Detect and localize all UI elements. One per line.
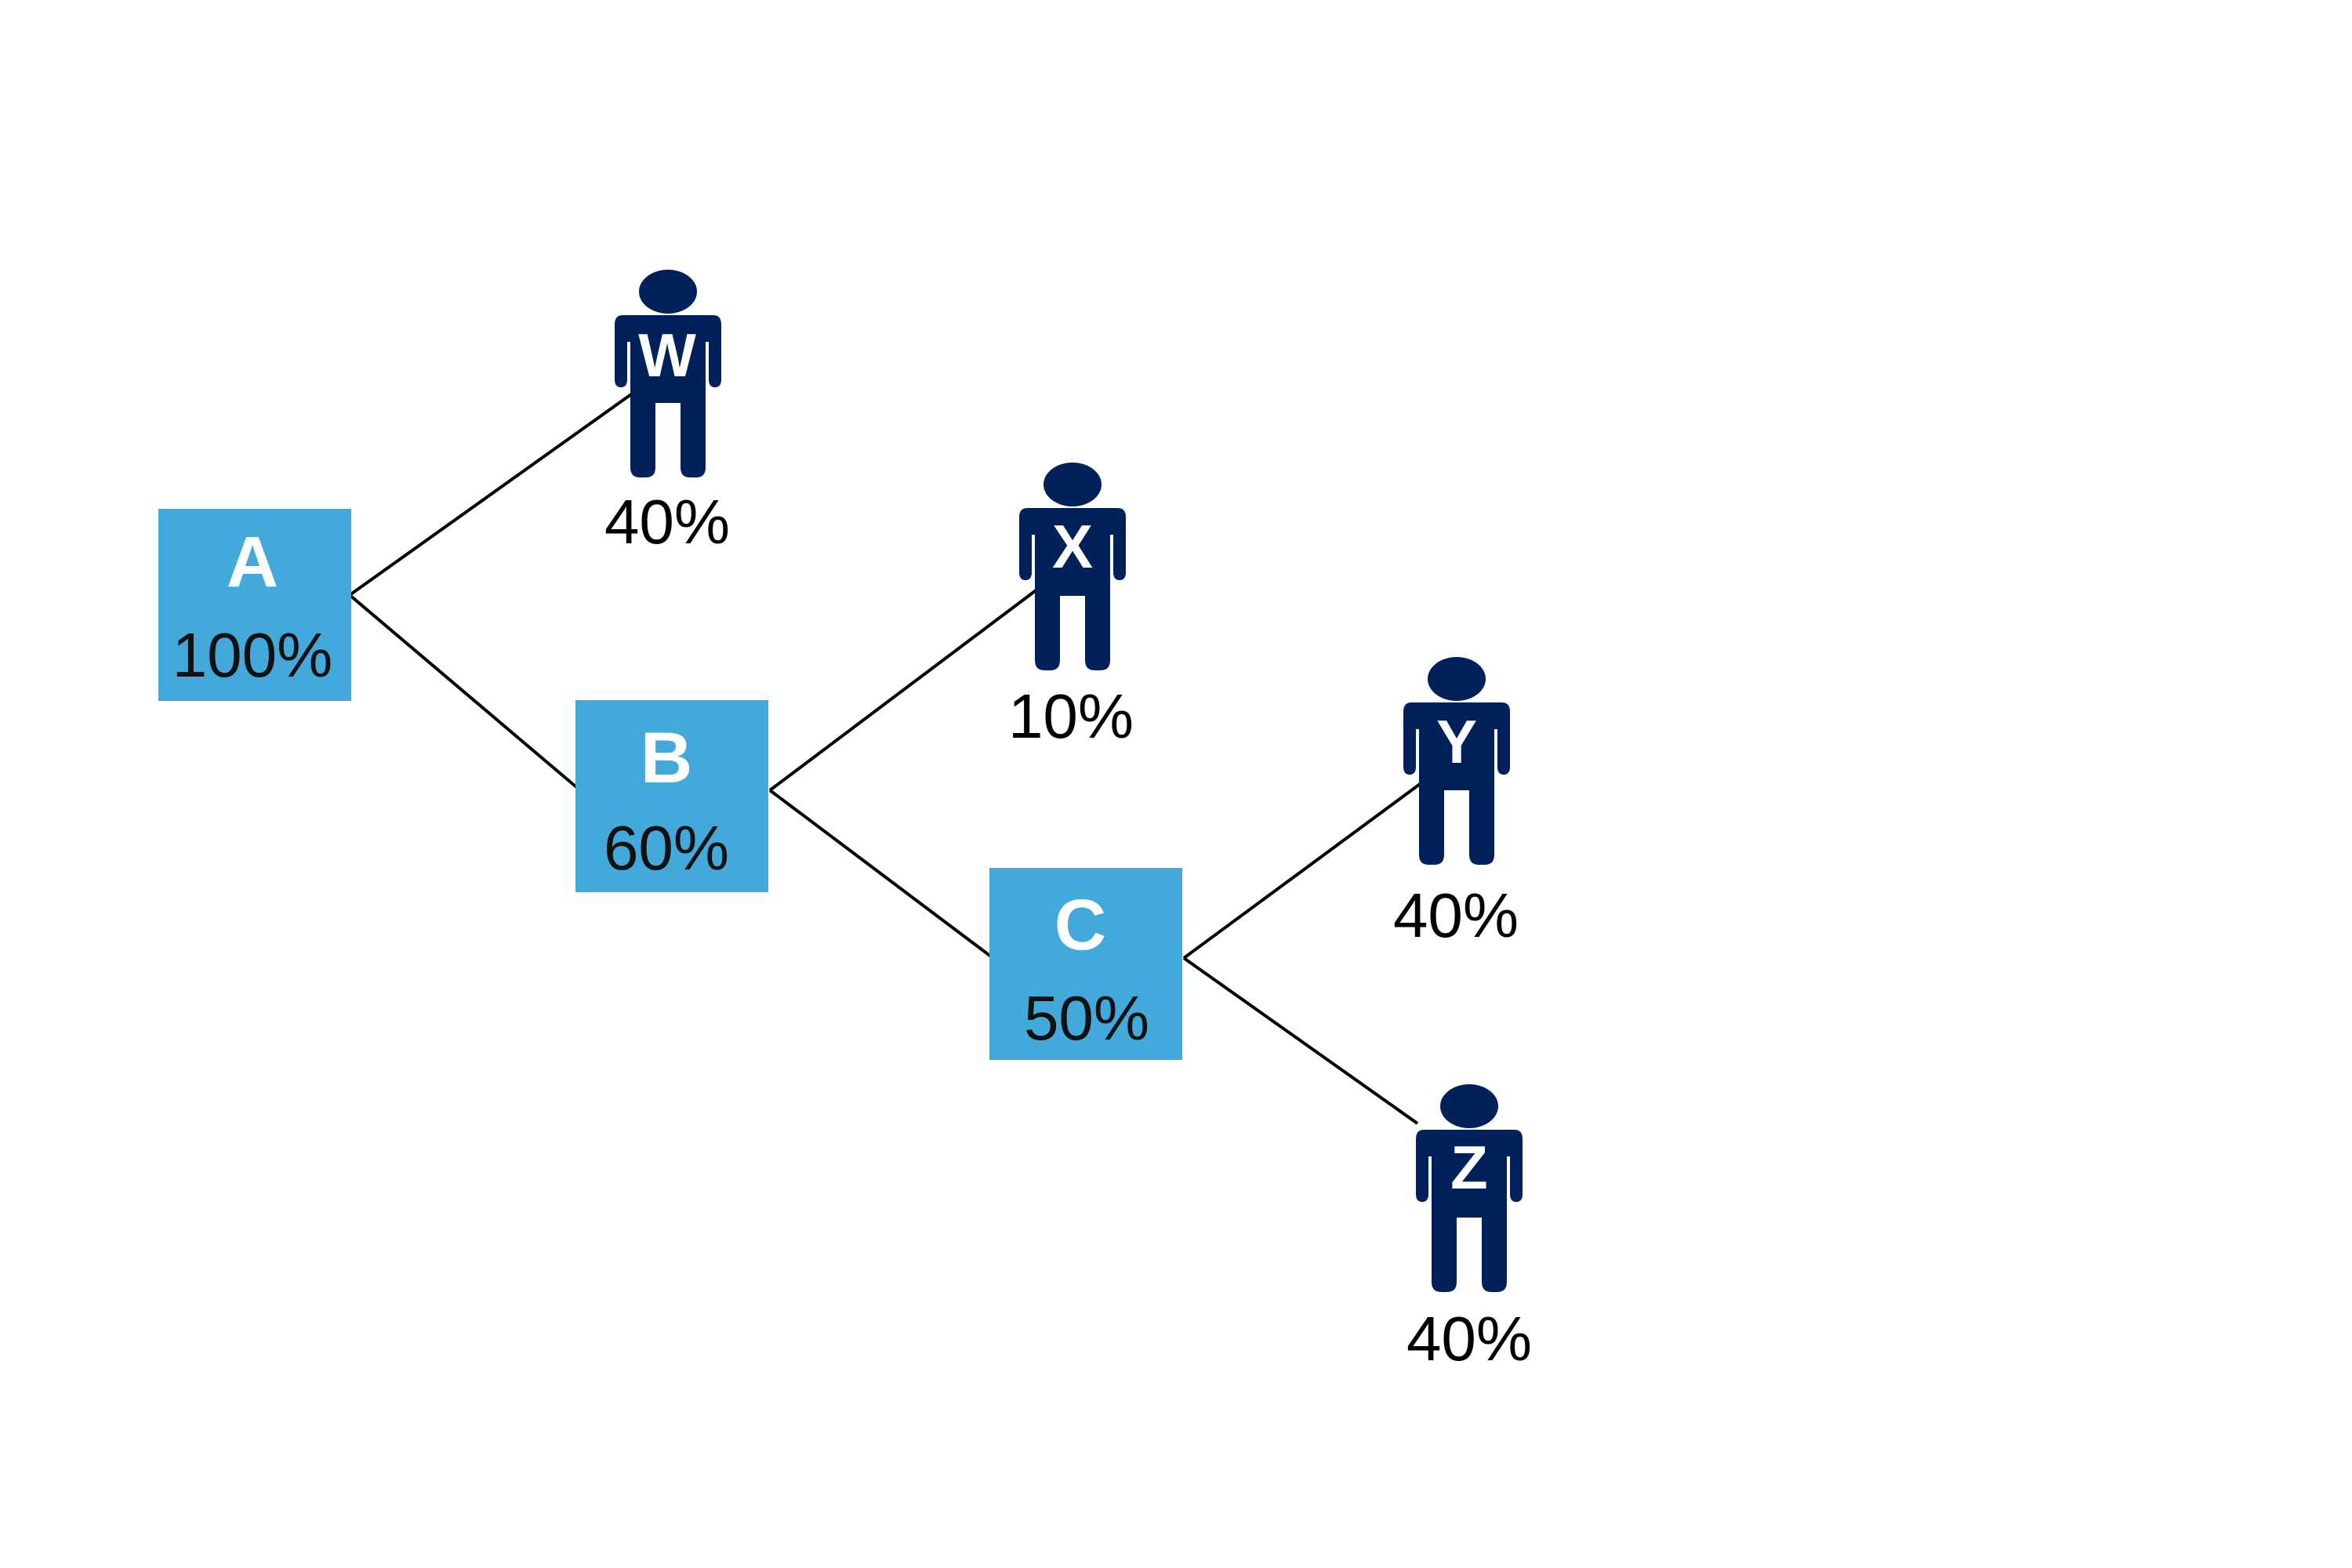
person-node-z: Z 40%	[1406, 1084, 1532, 1374]
box-c-fill	[989, 868, 1182, 1060]
box-node-a: A 100%	[158, 509, 351, 701]
edge-c-y	[1182, 779, 1427, 960]
box-node-b: B 60%	[575, 700, 768, 892]
person-z-share: 40%	[1406, 1304, 1532, 1374]
person-y-letter: Y	[1436, 707, 1477, 776]
box-b-share: 60%	[604, 813, 729, 883]
box-c-share: 50%	[1024, 983, 1149, 1053]
person-node-x: X 10%	[1008, 463, 1134, 751]
person-y-share: 40%	[1393, 880, 1519, 950]
edge-c-z	[1182, 956, 1419, 1125]
connector-lines	[348, 389, 1427, 1125]
person-x-letter: X	[1052, 512, 1093, 581]
edge-a-b	[348, 593, 582, 792]
person-x-share: 10%	[1008, 681, 1134, 751]
edge-b-x	[768, 585, 1043, 792]
box-a-share: 100%	[172, 620, 333, 690]
box-b-fill	[575, 700, 768, 892]
person-w-share: 40%	[604, 487, 730, 557]
person-z-letter: Z	[1450, 1133, 1488, 1202]
box-c-letter: C	[1054, 885, 1106, 965]
person-w-letter: W	[638, 321, 696, 390]
box-node-c: C 50%	[989, 868, 1182, 1060]
edge-b-c	[768, 789, 993, 958]
box-a-fill	[158, 509, 351, 701]
box-a-letter: A	[227, 522, 278, 602]
person-node-y: Y 40%	[1393, 657, 1519, 950]
box-b-letter: B	[641, 718, 692, 798]
person-node-w: W 40%	[604, 270, 730, 557]
edge-a-w	[348, 389, 638, 597]
